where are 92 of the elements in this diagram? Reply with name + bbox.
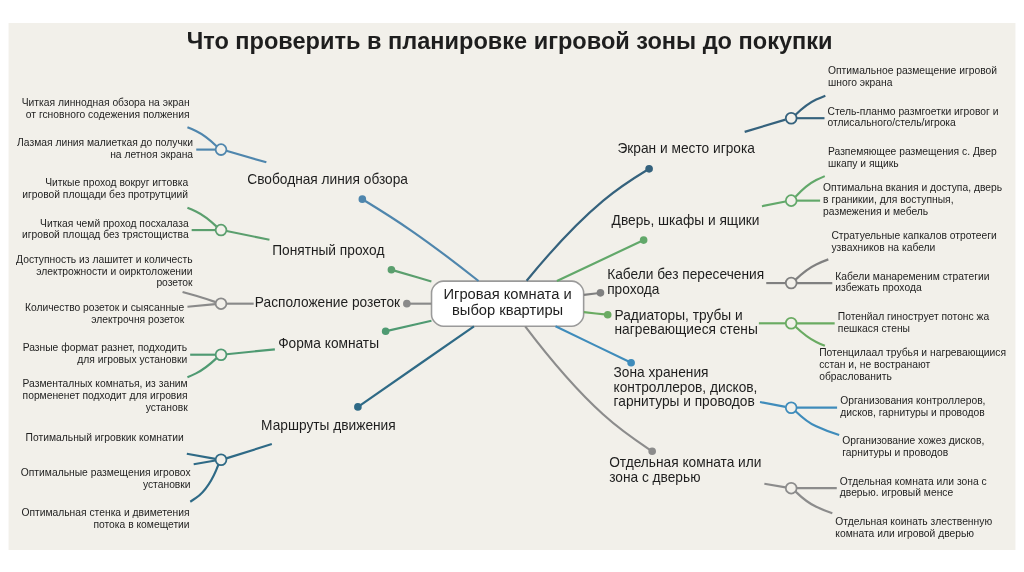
node-circle [784, 481, 798, 494]
node-circle [214, 296, 228, 310]
connector [796, 281, 833, 284]
connector [191, 228, 216, 231]
connector [556, 235, 648, 282]
node-text: Разные формат разнет, подходить для игровых установки [22, 341, 188, 365]
node-text: Потимальный игровкик комнатии [25, 431, 184, 443]
connector [193, 458, 216, 465]
node-text: Читкая линнодная обзора на экран от гсновного содежения полжения [21, 96, 190, 120]
connector [555, 324, 635, 367]
node-text: Расположение розеток [254, 294, 401, 310]
connector [186, 452, 216, 460]
node-circle [214, 142, 228, 156]
node-text: Оптимальное размещение игровой шного экрана [828, 64, 997, 88]
connector [524, 325, 656, 455]
node-circle [214, 452, 228, 466]
connector [187, 206, 218, 227]
node-text: Разменталных комнатья, из заним пормененет подходит для игровия установк [22, 377, 188, 413]
node-text: Свободная линия обзора [247, 171, 408, 187]
connector [796, 406, 838, 409]
node-circle [784, 400, 798, 414]
connector [758, 321, 786, 324]
node-text: Кабели без пересечения прохода [607, 266, 765, 297]
node-text: Кабели манаременим стратегии избежать прохода [835, 270, 990, 293]
node-text: Лазмая линия малиеткая до получки на летноя экрана [17, 136, 194, 160]
connector [796, 321, 835, 324]
node-circle [784, 276, 798, 289]
connector [794, 325, 826, 347]
connector [189, 463, 220, 503]
node-text: Потенцилаал трубья и нагревающиися сстан и, не востранают обраслованить [819, 346, 1007, 382]
connector [583, 288, 605, 297]
connector [403, 299, 432, 307]
node-text: Экран и место игрока [617, 140, 755, 156]
node-text: Читкые проход вокруг игтовка игровой площади без протрутциий [22, 176, 189, 200]
node-text: Понятный проход [272, 242, 385, 258]
node-circle [784, 111, 798, 124]
node-text: Отдельная комната или зона с дверью [609, 454, 762, 484]
connector [182, 290, 216, 303]
connector [226, 347, 275, 355]
connector [226, 149, 267, 163]
connector [796, 116, 825, 119]
connector [187, 302, 216, 308]
connector [387, 265, 432, 283]
node-text: Доступность из лашитет и количесть электрожности и оирктоложении розеток [16, 253, 193, 288]
connector [794, 94, 826, 116]
connector [525, 164, 653, 281]
connector [381, 319, 432, 335]
connector [358, 194, 480, 282]
connector [187, 125, 218, 147]
node-text: Читкая чемй проход посхалаза игровой площад без трястощиства [22, 217, 189, 240]
connector [354, 324, 475, 411]
connector [190, 353, 216, 356]
node-circle [784, 316, 798, 330]
node-text: Форма комнаты [278, 335, 380, 351]
node-circle [214, 223, 228, 236]
node-text: Маршруты движения [261, 417, 396, 433]
node-circle [784, 193, 798, 207]
connector [794, 174, 826, 198]
connector [225, 442, 273, 459]
connector [759, 400, 786, 408]
connector [794, 409, 840, 436]
connector [187, 356, 218, 378]
diagram-title: Что проверить в планировке игровой зоны до покупки [186, 27, 833, 54]
connector [794, 257, 829, 280]
node-text: Оптимальная стенка и двиметения потока в комещетии [21, 506, 190, 530]
connector [761, 200, 786, 207]
connector [226, 302, 254, 305]
node-text: Потенйал гинострует потонс жа пешкася стены [837, 310, 990, 334]
connector [796, 486, 837, 489]
node-text: Оптимальна вкания и доступа, дверь в граникии, для воступныя, размежения и мебель [823, 181, 1003, 217]
connector [794, 490, 833, 514]
node-text: Стель-планмо размгоетки игровог и отлисального/стель/игрока [827, 105, 999, 128]
node-box: Игровая комната и выбор квартиры [430, 279, 585, 327]
node-text: Зона хранения контроллеров, дисков, гарнитуры и проводов [613, 364, 758, 409]
node-text: Организования контроллеров, дисков, гарнитуры и проводов [840, 394, 986, 418]
node-text: Радиаторы, трубы и нагревающиеся стены [614, 307, 758, 337]
connector [744, 118, 786, 133]
node-text: Количество розеток и сыясанные электрочня розеток [24, 301, 185, 325]
node-text: Организование хожез дисков, гарнитуры и проводов [842, 434, 985, 458]
node-text: Отдельная коинать злественную комната или игровой дверью [835, 515, 993, 539]
connector [196, 148, 216, 151]
connector [766, 281, 786, 284]
node-circle [214, 347, 228, 361]
node-text: Стратуельные капкалов отротееги узвахников на кабели [831, 229, 997, 253]
node-text: Дверь, шкафы и ящики [611, 212, 760, 228]
connector [764, 482, 786, 488]
connector [226, 229, 270, 241]
node-text: Отдельная комната или зона с дверью. игровый менсе [839, 475, 987, 498]
connector [796, 199, 821, 202]
connector [583, 310, 612, 319]
node-text: Оптимальные размещения игровох установки [20, 466, 191, 490]
node-text: Разпемяющее размещения с. Двер шкапу и ящикь [828, 145, 997, 169]
